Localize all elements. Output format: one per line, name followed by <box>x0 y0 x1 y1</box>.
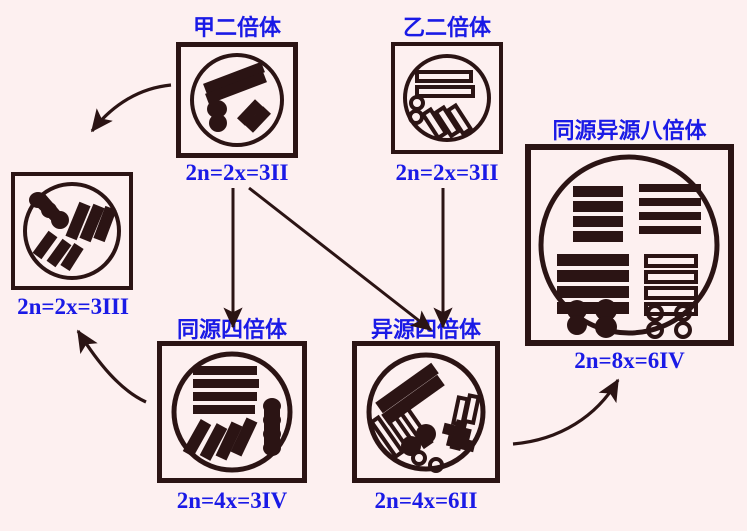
node-title-octoploid: 同源异源八倍体 <box>552 119 707 144</box>
arrow-allotetraploid-to-octoploid <box>512 378 620 446</box>
cell-drawing-allotetraploid <box>366 352 486 473</box>
cell-drawing-diploid-jia <box>190 53 284 147</box>
node-formula-allotetraploid: 2n=4x=6II <box>374 488 478 513</box>
cell-drawing-triploid <box>23 182 121 280</box>
cell-box-triploid <box>11 172 133 290</box>
arrow-autotetraploid-to-triploid <box>76 329 147 404</box>
cell-drawing-diploid-yi <box>403 54 491 142</box>
cell-drawing-autotetraploid <box>171 351 293 473</box>
node-title-diploid-jia: 甲二倍体 <box>192 16 281 41</box>
node-title-autotetraploid: 同源四倍体 <box>176 318 287 343</box>
node-formula-diploid-yi: 2n=2x=3II <box>395 160 499 185</box>
node-title-allotetraploid: 异源四倍体 <box>370 318 481 343</box>
cell-box-diploid-jia <box>176 42 298 158</box>
node-formula-octoploid: 2n=8x=6IV <box>574 348 685 373</box>
node-formula-triploid: 2n=2x=3III <box>17 294 129 319</box>
cell-box-octoploid <box>525 144 734 346</box>
node-formula-diploid-jia: 2n=2x=3II <box>185 160 289 185</box>
cell-box-diploid-yi <box>391 42 503 154</box>
cell-box-autotetraploid <box>157 341 307 483</box>
node-formula-autotetraploid: 2n=4x=3IV <box>176 488 288 513</box>
node-title-diploid-yi: 乙二倍体 <box>402 16 491 41</box>
arrow-jia-to-allotetraploid <box>248 186 433 332</box>
cell-box-allotetraploid <box>352 341 500 483</box>
arrow-jia-to-triploid <box>90 83 172 133</box>
cell-drawing-octoploid <box>538 154 720 339</box>
